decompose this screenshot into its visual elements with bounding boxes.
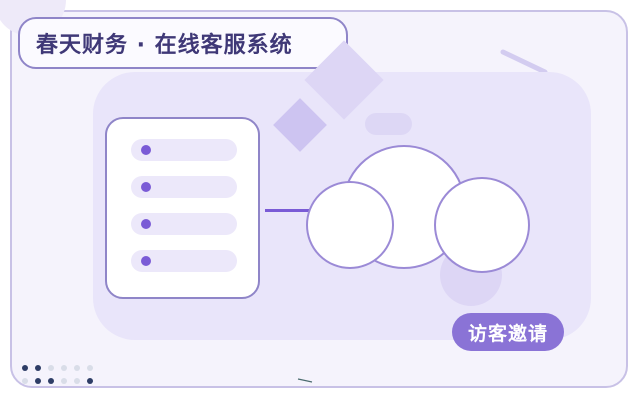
dot-icon [141, 182, 151, 192]
dot-icon [141, 256, 151, 266]
dot-decoration [61, 365, 67, 371]
dot-decoration [74, 365, 80, 371]
list-item [131, 250, 237, 272]
list-item [131, 213, 237, 235]
dot-decoration [48, 378, 54, 384]
visitor-invite-button[interactable]: 访客邀请 [452, 313, 564, 351]
dot-decoration [22, 365, 28, 371]
dot-decoration [87, 365, 93, 371]
pill-decoration [365, 113, 412, 135]
dot-decoration [35, 365, 41, 371]
list-item [131, 176, 237, 198]
dot-icon [141, 145, 151, 155]
chat-list-card [105, 117, 260, 299]
dot-decoration [74, 378, 80, 384]
dot-decoration [35, 378, 41, 384]
dot-decoration [87, 378, 93, 384]
dot-decoration [22, 378, 28, 384]
dot-pattern-decoration [20, 363, 100, 387]
dot-icon [141, 219, 151, 229]
title-bar: 春天财务 · 在线客服系统 [18, 17, 348, 69]
page-title: 春天财务 · 在线客服系统 [36, 33, 293, 58]
cloud-lobe-left [306, 181, 394, 269]
connector-line [265, 209, 331, 212]
dot-decoration [48, 365, 54, 371]
list-item [131, 139, 237, 161]
cloud-lobe-right [434, 177, 530, 273]
dot-decoration [61, 378, 67, 384]
